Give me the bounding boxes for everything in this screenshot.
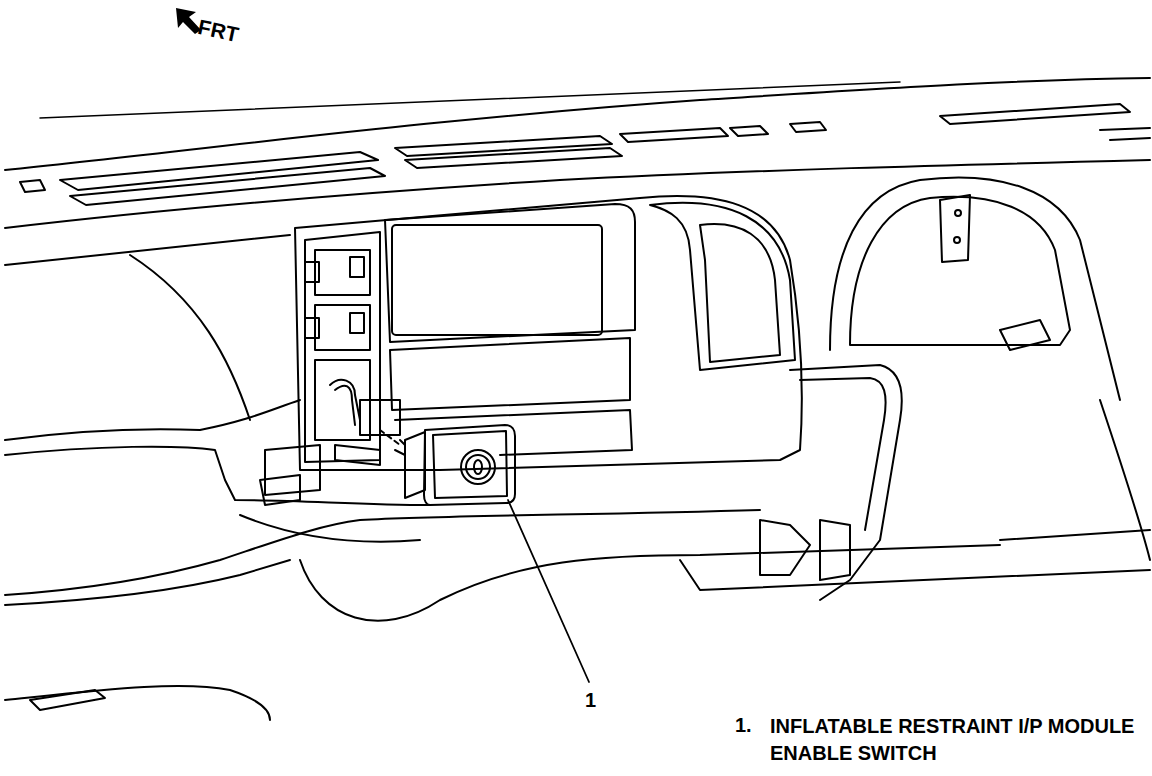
dash-line xyxy=(5,400,300,440)
dash-lower-line xyxy=(5,560,290,605)
dash-lower-line xyxy=(300,545,1000,621)
windshield-line xyxy=(40,82,900,118)
legend-number: 1. xyxy=(735,713,752,738)
callout-number: 1 xyxy=(585,688,596,713)
leader-line xyxy=(508,500,589,682)
vent-slot xyxy=(30,690,105,710)
dash-line xyxy=(5,447,430,505)
dash-lower-line xyxy=(5,686,270,720)
front-label: FRT xyxy=(196,14,241,48)
dash-right xyxy=(680,128,1150,600)
dash-upper-edge xyxy=(5,160,1150,228)
dash-top-edge xyxy=(5,78,1150,170)
enable-switch xyxy=(395,425,515,505)
dash-lower-line xyxy=(5,510,760,595)
center-bezel xyxy=(260,196,802,505)
defroster-vents xyxy=(20,104,1130,205)
dash-line xyxy=(240,515,420,542)
legend-text: INFLATABLE RESTRAINT I/P MODULE ENABLE S… xyxy=(770,713,1142,767)
dash-line xyxy=(5,235,290,265)
connector-bays xyxy=(265,250,400,495)
dash-line xyxy=(130,255,250,420)
